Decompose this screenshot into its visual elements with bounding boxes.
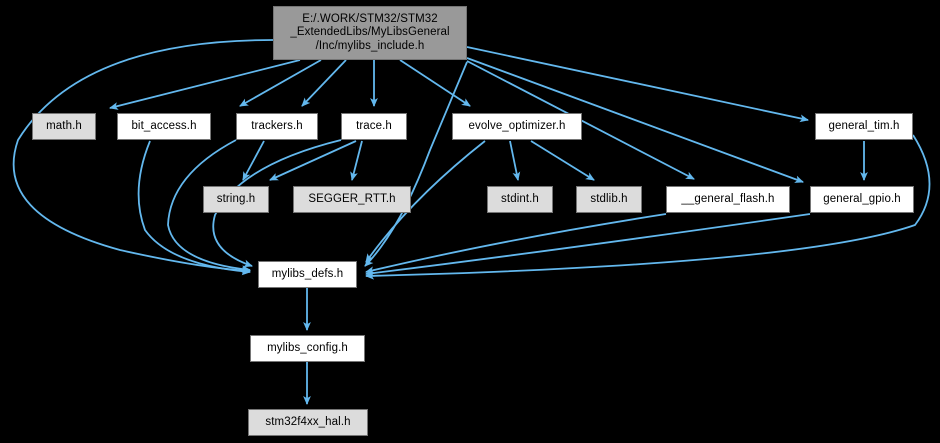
node-string-h[interactable]: string.h bbox=[203, 186, 269, 213]
edge-root-math bbox=[109, 59, 301, 110]
node-mylibs-defs-h[interactable]: mylibs_defs.h bbox=[258, 261, 357, 288]
edge-root-evolve_optimizer bbox=[399, 59, 471, 107]
node-label: stdlib.h bbox=[590, 192, 628, 205]
node-stm32f4xx-hal-h[interactable]: stm32f4xx_hal.h bbox=[248, 409, 368, 436]
node-label: bit_access.h bbox=[131, 119, 197, 132]
edge-root-trackers bbox=[301, 59, 347, 107]
node-segger-rtt-h[interactable]: SEGGER_RTT.h bbox=[293, 186, 411, 213]
node-label: stdint.h bbox=[501, 192, 539, 205]
node-general-gpio-h[interactable]: general_gpio.h bbox=[810, 186, 914, 213]
edge-root-bit_access bbox=[239, 59, 322, 107]
node-label: mylibs_defs.h bbox=[271, 267, 344, 280]
node-evolve-optimizer-h[interactable]: evolve_optimizer.h bbox=[452, 113, 582, 140]
node-trackers-h[interactable]: trackers.h bbox=[236, 113, 318, 140]
edge-evolve-stdint bbox=[509, 140, 521, 181]
node-label: SEGGER_RTT.h bbox=[308, 192, 396, 205]
node-general-flash-h[interactable]: __general_flash.h bbox=[666, 186, 790, 213]
node-label: trace.h bbox=[356, 119, 392, 132]
edge-root-general_gpio bbox=[466, 57, 804, 183]
node-mylibs-config-h[interactable]: mylibs_config.h bbox=[250, 335, 365, 362]
node-bit-access-h[interactable]: bit_access.h bbox=[117, 113, 211, 140]
node-label: math.h bbox=[46, 119, 82, 132]
node-label: string.h bbox=[216, 192, 256, 205]
node-label: evolve_optimizer.h bbox=[468, 119, 566, 132]
edge-evolve-mylibs_defs bbox=[365, 140, 486, 263]
node-label: __general_flash.h bbox=[681, 192, 775, 205]
edge-trace-string bbox=[269, 140, 357, 181]
edge-evolve-stdlib bbox=[530, 140, 595, 181]
edge-general_gpio-mylibs_defs bbox=[365, 213, 811, 277]
node-label: general_gpio.h bbox=[823, 192, 901, 205]
edge-root-mylibs_defs bbox=[364, 61, 468, 267]
edge-root-mylibs_defs-loop bbox=[12, 39, 274, 275]
node-label: E:/.WORK/STM32/STM32 _ExtendedLibs/MyLib… bbox=[290, 12, 450, 52]
node-stdint-h[interactable]: stdint.h bbox=[487, 186, 553, 213]
edge-trace-segger_rtt bbox=[350, 140, 363, 181]
node-math-h[interactable]: math.h bbox=[32, 113, 96, 140]
edge-general_flash-mylibs_defs bbox=[365, 213, 667, 274]
edge-trackers-string bbox=[242, 140, 265, 181]
node-stdlib-h[interactable]: stdlib.h bbox=[576, 186, 642, 213]
edge-general_tim-mylibs_defs bbox=[365, 134, 931, 280]
edge-trackers-mylibs_defs bbox=[167, 139, 251, 274]
edge-root-general_tim bbox=[466, 46, 809, 123]
node-label: trackers.h bbox=[251, 119, 303, 132]
node-label: general_tim.h bbox=[828, 119, 900, 132]
node-label: mylibs_config.h bbox=[267, 341, 348, 354]
node-general-tim-h[interactable]: general_tim.h bbox=[815, 113, 913, 140]
node-label: stm32f4xx_hal.h bbox=[265, 415, 351, 428]
node-mylibs-include-h[interactable]: E:/.WORK/STM32/STM32 _ExtendedLibs/MyLib… bbox=[273, 6, 467, 60]
edge-bit_access-mylibs_defs bbox=[137, 140, 251, 276]
node-trace-h[interactable]: trace.h bbox=[341, 113, 407, 140]
